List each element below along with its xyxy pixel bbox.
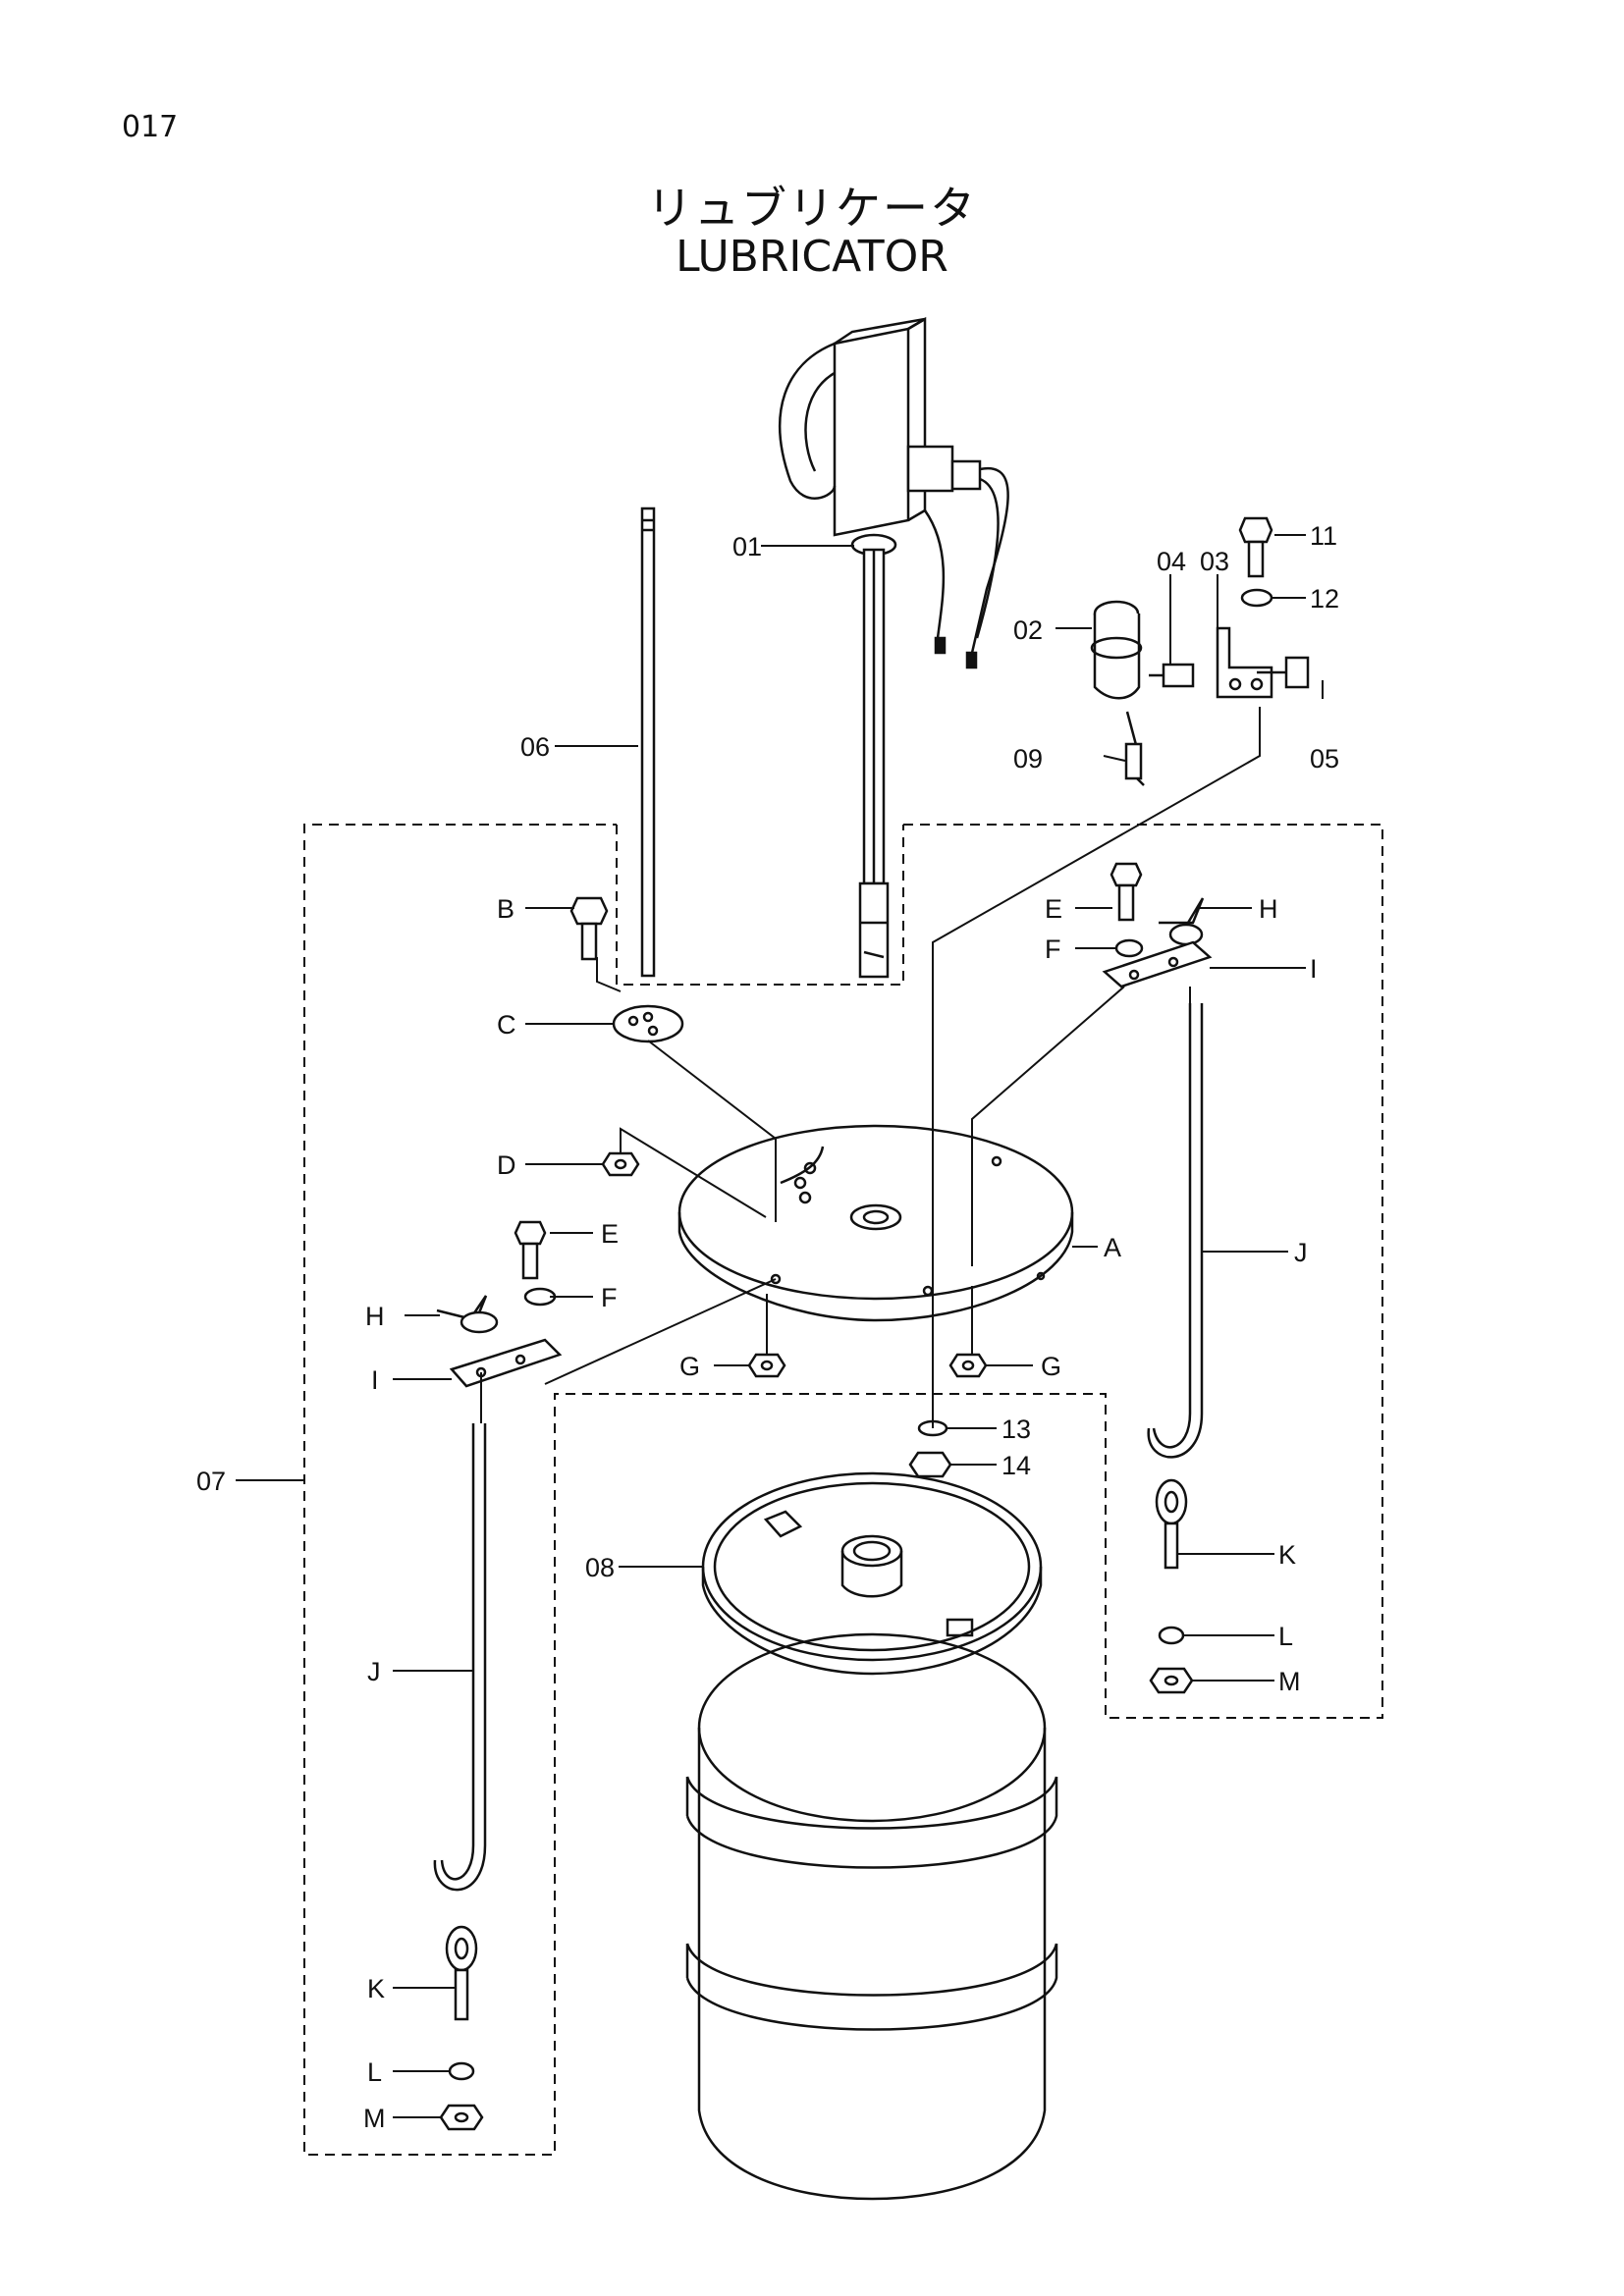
label-L-right: L [1278, 1622, 1293, 1651]
plate-I-upper [1102, 940, 1213, 988]
rod-06 [640, 507, 656, 978]
label-G-left: G [679, 1352, 700, 1381]
valve-part-02 [1090, 600, 1143, 700]
title-english: LUBRICATOR [676, 232, 948, 282]
label-F-upper: F [1045, 934, 1061, 964]
nut-D [601, 1151, 640, 1177]
label-B: B [497, 894, 514, 924]
bolt-B [569, 896, 609, 961]
label-02: 02 [1013, 615, 1043, 645]
label-I-upper: I [1310, 954, 1318, 984]
label-L-left: L [367, 2057, 382, 2087]
label-09: 09 [1013, 744, 1043, 774]
label-01: 01 [732, 532, 762, 561]
label-12: 12 [1310, 584, 1339, 614]
hook-rod-J-right [1147, 1003, 1204, 1459]
pump-motor-assembly [778, 316, 1009, 979]
label-14: 14 [1001, 1451, 1031, 1480]
nut-14 [908, 1451, 952, 1478]
label-06: 06 [520, 732, 550, 762]
label-J-left: J [367, 1657, 381, 1686]
bolt-E-upper [1110, 862, 1143, 922]
drum-08 [685, 1471, 1058, 2201]
wingnut-H-lower [436, 1295, 499, 1334]
label-H-lower: H [365, 1302, 385, 1331]
flange-C [612, 1004, 684, 1043]
label-H-upper: H [1259, 894, 1278, 924]
hook-rod-J-left [433, 1423, 487, 1892]
part-labels: 01 02 03 04 05 06 07 08 09 11 12 13 14 A… [196, 521, 1339, 2133]
wingnut-H-upper [1159, 897, 1205, 946]
nut-M-right [1149, 1667, 1194, 1694]
label-04: 04 [1157, 547, 1186, 576]
label-E-lower: E [601, 1219, 619, 1249]
nut-G-left [747, 1353, 786, 1378]
label-K-left: K [367, 1974, 385, 2003]
washer-L-right [1158, 1626, 1185, 1645]
nut-G-right [948, 1353, 988, 1378]
bolt-part-05 [1257, 656, 1310, 689]
label-A: A [1104, 1233, 1121, 1262]
label-K-right: K [1278, 1540, 1296, 1570]
leader-lines [236, 534, 1324, 2118]
bolt-part-11 [1238, 516, 1273, 578]
elbow-part-04 [1149, 663, 1195, 688]
washer-F-upper [1114, 938, 1144, 958]
nut-M-left [439, 2104, 484, 2131]
label-07: 07 [196, 1467, 226, 1496]
eyebolt-K-right [1155, 1478, 1188, 1570]
eyebolt-K-left [445, 1925, 478, 2021]
page-number: 017 [122, 110, 179, 144]
lid-plate-A [677, 1124, 1074, 1322]
label-G-right: G [1041, 1352, 1061, 1381]
bolt-E-lower [514, 1220, 547, 1280]
label-08: 08 [585, 1553, 615, 1582]
label-M-left: M [363, 2104, 386, 2133]
label-I-lower: I [371, 1365, 379, 1395]
label-M-right: M [1278, 1667, 1301, 1696]
washer-L-left [448, 2061, 475, 2081]
label-13: 13 [1001, 1415, 1031, 1444]
label-D: D [497, 1150, 516, 1180]
title-japanese: リュブリケータ [647, 182, 977, 235]
label-11: 11 [1310, 521, 1337, 551]
label-05: 05 [1310, 744, 1339, 774]
assembly-box-07 [303, 824, 1383, 2156]
fitting-part-09 [1124, 711, 1145, 786]
label-C: C [497, 1010, 516, 1040]
plate-I-lower [449, 1338, 563, 1388]
label-03: 03 [1200, 547, 1229, 576]
label-F-lower: F [601, 1283, 618, 1312]
bracket-part-03 [1216, 626, 1273, 699]
label-J-right: J [1294, 1238, 1308, 1267]
washer-part-12 [1240, 588, 1273, 608]
label-E-upper: E [1045, 894, 1062, 924]
